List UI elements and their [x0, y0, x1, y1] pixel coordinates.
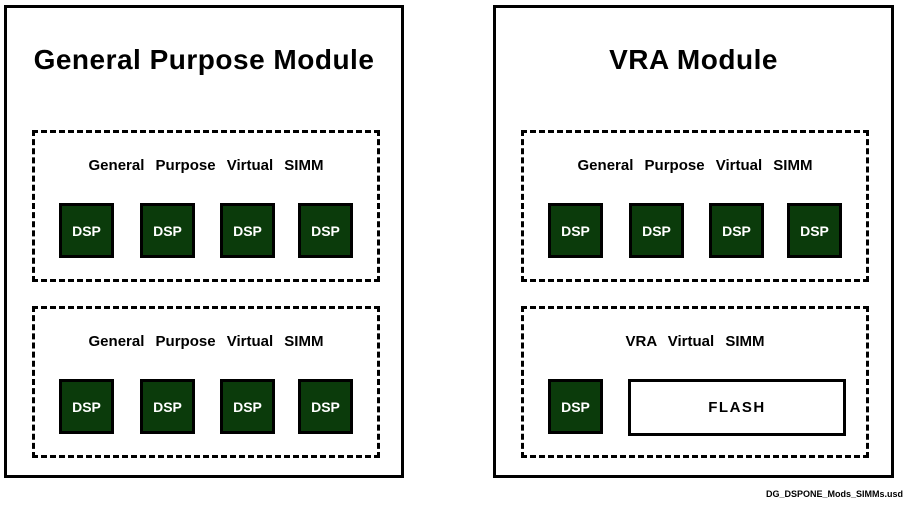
- dsp-chip: DSP: [140, 203, 195, 258]
- dsp-chip: DSP: [298, 203, 353, 258]
- dsp-chip: DSP: [709, 203, 764, 258]
- vra-virtual-simm-box: VRA Virtual SIMM DSP FLASH: [521, 306, 869, 458]
- gp-virtual-simm-box-3: General Purpose Virtual SIMM DSP DSP DSP…: [521, 130, 869, 282]
- simm-label: General Purpose Virtual SIMM: [577, 157, 813, 174]
- dsp-chip: DSP: [548, 379, 603, 434]
- dsp-chip: DSP: [787, 203, 842, 258]
- gp-virtual-simm-box-2: General Purpose Virtual SIMM DSP DSP DSP…: [32, 306, 380, 458]
- dsp-chip: DSP: [140, 379, 195, 434]
- dsp-chip: DSP: [548, 203, 603, 258]
- dsp-chip: DSP: [59, 203, 114, 258]
- dsp-chip: DSP: [220, 203, 275, 258]
- flash-box: FLASH: [628, 379, 846, 436]
- vra-module-box: VRA Module General Purpose Virtual SIMM …: [493, 5, 894, 478]
- figure-filename: DG_DSPONE_Mods_SIMMs.usd: [765, 489, 903, 499]
- simm-label: General Purpose Virtual SIMM: [88, 333, 324, 350]
- dsp-chip: DSP: [220, 379, 275, 434]
- module-title: General Purpose Module: [33, 44, 375, 75]
- dsp-chip: DSP: [59, 379, 114, 434]
- simm-label: General Purpose Virtual SIMM: [88, 157, 324, 174]
- general-purpose-module-box: General Purpose Module General Purpose V…: [4, 5, 404, 478]
- gp-virtual-simm-box-1: General Purpose Virtual SIMM DSP DSP DSP…: [32, 130, 380, 282]
- dsp-chip: DSP: [629, 203, 684, 258]
- module-title: VRA Module: [609, 44, 778, 75]
- simm-label: VRA Virtual SIMM: [625, 333, 765, 350]
- dsp-chip: DSP: [298, 379, 353, 434]
